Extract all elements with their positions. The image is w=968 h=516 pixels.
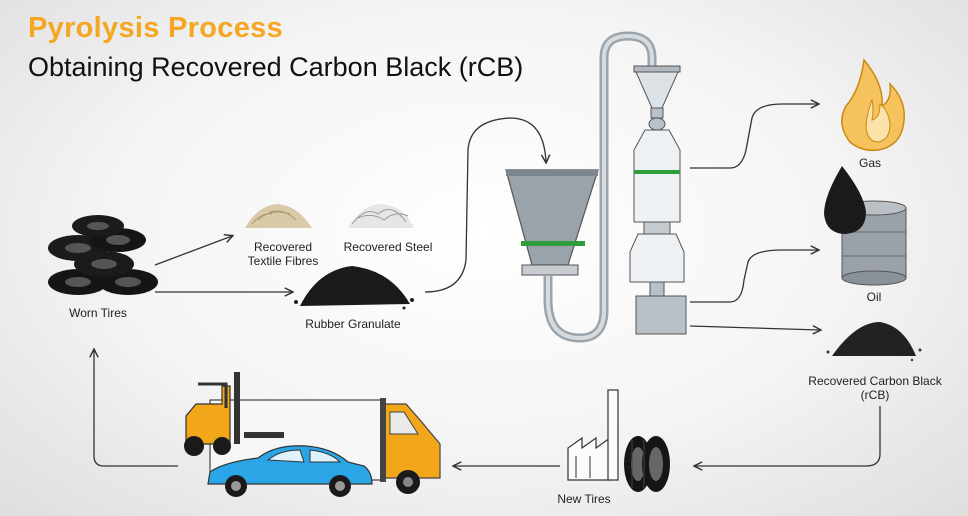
page-subtitle: Obtaining Recovered Carbon Black (rCB) bbox=[28, 52, 524, 82]
textile-fibres-label-line2: Textile Fibres bbox=[247, 254, 319, 268]
flow-arrows bbox=[94, 104, 881, 467]
factory-icon bbox=[567, 389, 619, 481]
gas-flame-icon bbox=[841, 58, 905, 152]
textile-fibres-label: Recovered Textile Fibres bbox=[238, 240, 328, 268]
rcb-label: Recovered Carbon Black (rCB) bbox=[800, 374, 950, 402]
textile-fibres-label-line1: Recovered bbox=[253, 240, 313, 254]
worn-tires-label: Worn Tires bbox=[69, 306, 127, 320]
worn-tires-icon bbox=[48, 215, 158, 295]
new-tires-icon bbox=[624, 436, 670, 492]
car-icon bbox=[207, 445, 373, 497]
arrow-transport-to-worn-tires bbox=[94, 350, 178, 467]
steel-label: Recovered Steel bbox=[343, 240, 433, 254]
carbon-black-pile-icon bbox=[826, 322, 922, 362]
forklift-icon bbox=[184, 372, 284, 456]
arrow-rcb-to-new-tires bbox=[695, 406, 881, 466]
arrow-to-gas bbox=[690, 104, 818, 169]
steel-wire-icon bbox=[348, 204, 414, 228]
page-title: Pyrolysis Process bbox=[28, 12, 283, 44]
arrow-tires-to-fibres bbox=[154, 236, 232, 266]
pyrolysis-reactor-icon bbox=[629, 65, 687, 335]
textile-fibres-icon bbox=[245, 204, 312, 228]
arrow-granulate-to-hopper bbox=[424, 117, 546, 293]
rubber-granulate-icon bbox=[294, 266, 414, 310]
rubber-granulate-label: Rubber Granulate bbox=[305, 317, 401, 331]
rcb-label-line2: (rCB) bbox=[860, 388, 890, 402]
oil-barrel-icon bbox=[824, 166, 907, 286]
rcb-label-line1: Recovered Carbon Black bbox=[808, 374, 942, 388]
gas-label: Gas bbox=[858, 156, 881, 170]
oil-label: Oil bbox=[866, 290, 882, 304]
arrow-to-rcb bbox=[689, 326, 820, 330]
arrow-to-oil bbox=[690, 250, 818, 303]
new-tires-label: New Tires bbox=[557, 492, 611, 506]
hopper-icon bbox=[505, 169, 599, 276]
